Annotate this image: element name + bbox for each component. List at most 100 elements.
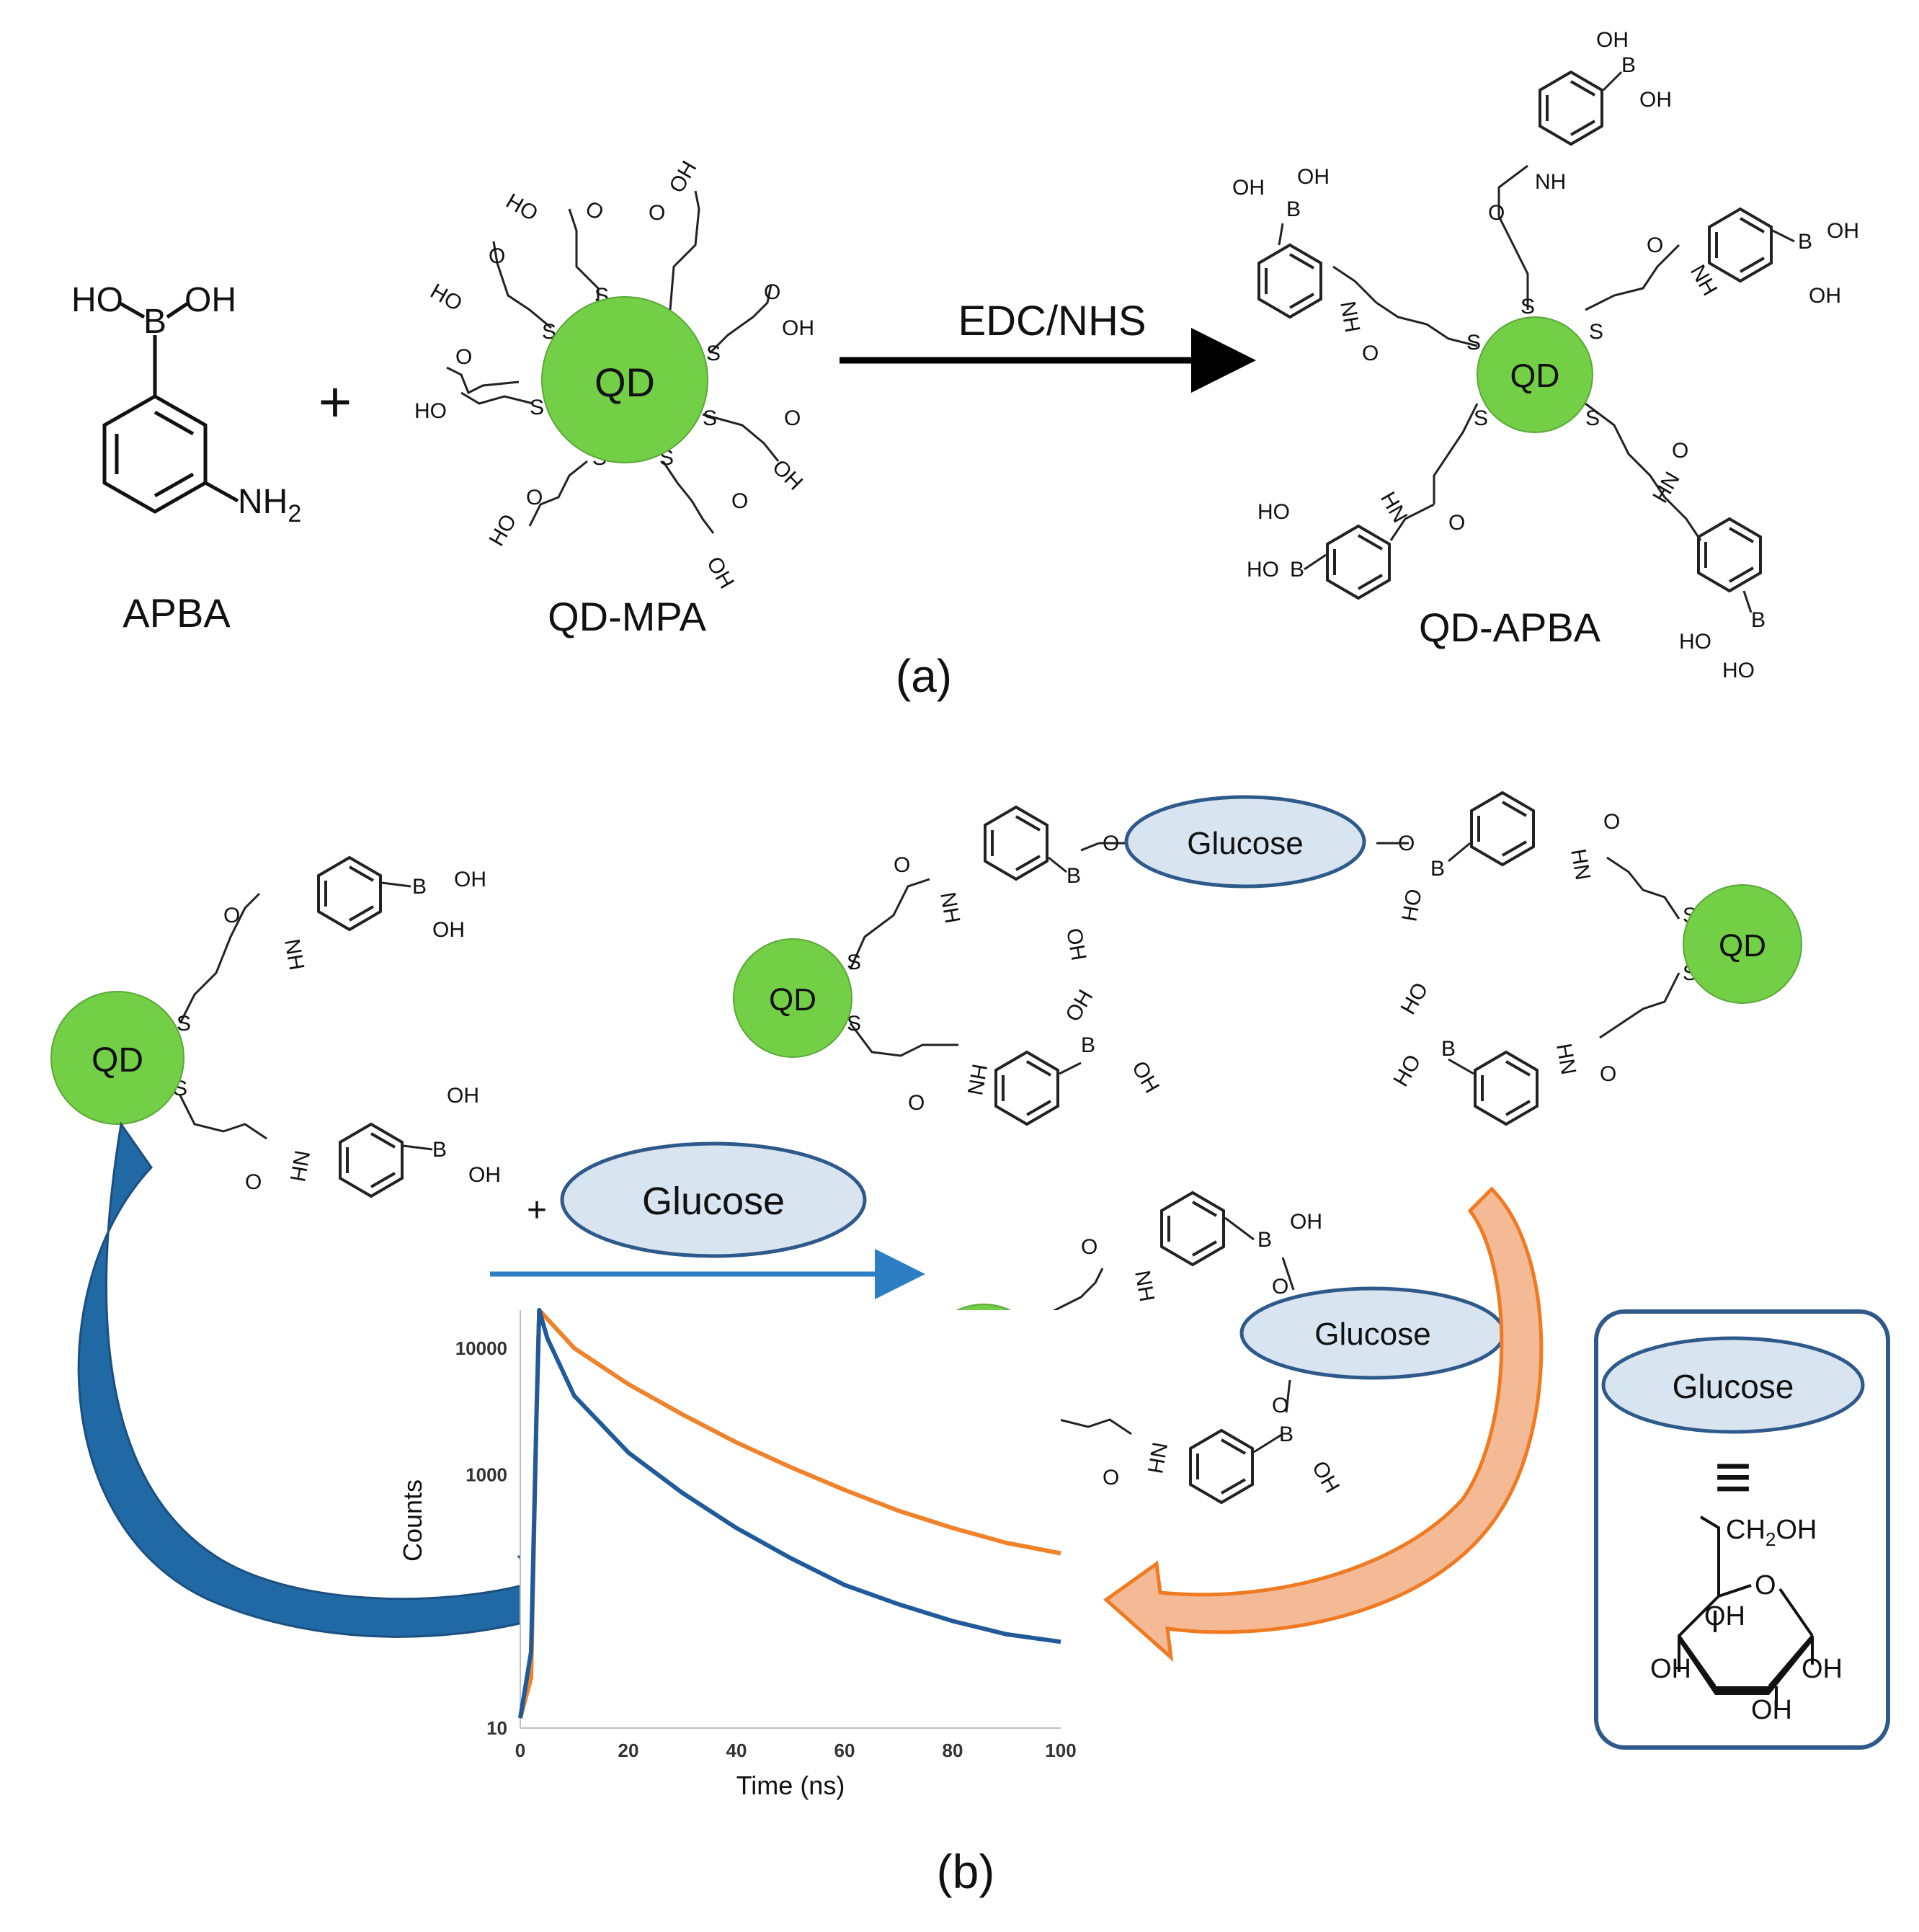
apba-molecule: B HO OH NH2	[71, 281, 301, 527]
svg-text:O: O	[1272, 1275, 1288, 1299]
svg-text:OH: OH	[1639, 88, 1672, 112]
oh-group: OH	[184, 281, 236, 319]
svg-text:NH: NH	[1143, 1441, 1172, 1475]
svg-text:B: B	[1286, 197, 1301, 221]
svg-text:HO: HO	[414, 399, 447, 423]
series-group	[518, 1308, 1061, 1719]
svg-text:O: O	[1272, 1394, 1288, 1417]
svg-text:B: B	[432, 1138, 447, 1162]
glucose-structure-box: Glucose ≡ CH2OH O OH OH OH OH	[1594, 1309, 1890, 1750]
qd-label: QD	[1510, 357, 1560, 394]
svg-text:O: O	[1603, 810, 1620, 834]
qd-apba-label: QD-APBA	[1419, 605, 1601, 650]
svg-text:S: S	[847, 951, 861, 974]
svg-text:NH: NH	[280, 937, 308, 971]
svg-text:B: B	[1751, 608, 1766, 632]
svg-text:O: O	[894, 853, 910, 877]
plus-sign-a: +	[319, 370, 352, 434]
svg-text:HN: HN	[1376, 488, 1412, 527]
svg-text:B: B	[412, 875, 427, 899]
svg-text:O: O	[784, 406, 801, 430]
svg-text:OH: OH	[767, 455, 807, 495]
svg-text:O: O	[764, 280, 780, 304]
glucose-reagent: Glucose	[560, 1141, 867, 1258]
glucose-bridge	[1124, 795, 1366, 889]
svg-text:OH: OH	[1290, 1210, 1322, 1234]
svg-text:OH: OH	[468, 1163, 501, 1187]
svg-text:S: S	[706, 342, 721, 365]
svg-text:S: S	[530, 396, 544, 419]
svg-text:B: B	[1279, 1423, 1294, 1446]
svg-text:B: B	[1067, 864, 1081, 888]
svg-text:O: O	[1647, 233, 1663, 257]
oh-c2: OH	[1751, 1695, 1792, 1725]
qd-label: QD	[1719, 928, 1766, 963]
svg-text:OH: OH	[702, 553, 739, 592]
svg-text:S: S	[1520, 295, 1535, 319]
svg-text:O: O	[223, 904, 240, 927]
oh-c1: OH	[1802, 1654, 1843, 1684]
svg-text:NH: NH	[1130, 1268, 1159, 1303]
svg-text:B: B	[1798, 230, 1812, 254]
svg-text:HO: HO	[1247, 558, 1279, 582]
svg-text:OH: OH	[782, 316, 814, 340]
blue-curved-arrow	[77, 1121, 592, 1647]
x-tick-label: 40	[726, 1740, 747, 1761]
x-tick-label: 0	[515, 1740, 525, 1761]
y-axis-label: Counts	[398, 1479, 427, 1562]
qd-dot	[50, 991, 184, 1125]
svg-text:O: O	[1488, 201, 1505, 225]
svg-text:O: O	[908, 1091, 925, 1115]
svg-text:O: O	[1672, 439, 1688, 463]
qd-mpa-molecule: HOO OHO HOO HOO OHO OHO HOO OHO SSS SSSS…	[414, 157, 814, 592]
svg-text:Glucose: Glucose	[642, 1180, 785, 1223]
ch2oh-group: CH2OH	[1726, 1515, 1817, 1550]
svg-text:HN: HN	[1551, 1041, 1580, 1076]
x-tick-label: 80	[943, 1740, 963, 1761]
svg-text:S: S	[847, 1012, 861, 1036]
x-axis-label: Time (ns)	[736, 1771, 845, 1800]
svg-text:S: S	[1585, 406, 1600, 430]
svg-text:OH: OH	[1307, 1457, 1344, 1497]
svg-text:OH: OH	[1596, 28, 1629, 52]
ho-group: HO	[71, 281, 123, 319]
svg-text:HO: HO	[1679, 630, 1711, 654]
svg-text:OH: OH	[432, 918, 465, 942]
svg-text:HO: HO	[484, 510, 521, 550]
glucose-chelate-label: Glucose	[1314, 1317, 1430, 1352]
svg-text:O: O	[455, 345, 472, 369]
svg-text:O: O	[1362, 342, 1379, 365]
svg-text:B: B	[1441, 1037, 1456, 1061]
svg-text:HN: HN	[1566, 847, 1595, 881]
chart-plot-area	[520, 1310, 1061, 1728]
svg-text:O: O	[526, 486, 543, 509]
svg-text:B: B	[1081, 1033, 1095, 1057]
panel-a-label: (a)	[896, 650, 952, 702]
qd-dot	[1477, 316, 1593, 433]
svg-text:OH: OH	[1297, 165, 1330, 189]
svg-text:O: O	[1081, 1235, 1097, 1259]
svg-text:O: O	[245, 1170, 262, 1194]
reagent-label: EDC/NHS	[958, 298, 1146, 344]
apba-label: APBA	[123, 590, 231, 636]
svg-text:O: O	[489, 244, 505, 268]
svg-text:HN: HN	[963, 1062, 992, 1097]
x-tick-label: 60	[834, 1740, 855, 1761]
svg-text:HN: HN	[1648, 468, 1684, 507]
qd-label: QD	[595, 360, 655, 405]
svg-text:O: O	[1600, 1062, 1616, 1086]
x-tick-label: 100	[1045, 1740, 1076, 1761]
ring-oxygen: O	[1755, 1570, 1776, 1601]
svg-text:HO: HO	[1257, 500, 1290, 524]
svg-text:OH: OH	[454, 868, 486, 891]
svg-text:HO: HO	[502, 189, 542, 226]
svg-text:NH: NH	[285, 1149, 314, 1183]
svg-text:HO: HO	[1396, 979, 1433, 1018]
svg-text:O: O	[731, 489, 748, 513]
svg-text:S: S	[1466, 331, 1481, 355]
